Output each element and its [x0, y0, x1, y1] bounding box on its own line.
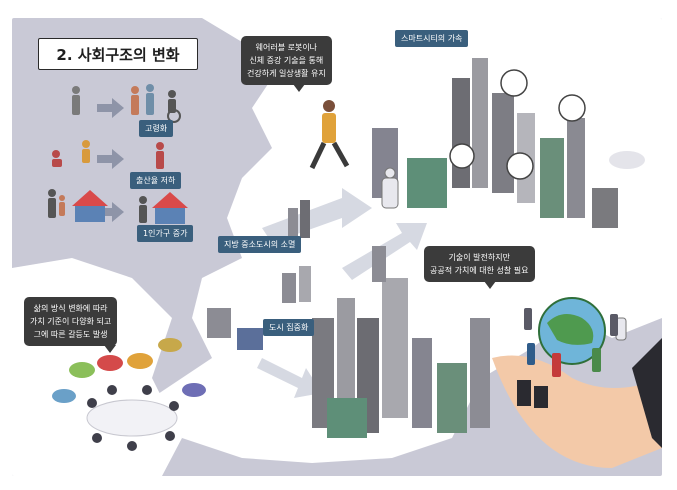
- illustration-canvas: 2. 사회구조의 변화 고령화 출산율 저하 1인가구 증가 스마트시티의 가속…: [12, 18, 662, 476]
- callout-technology: 기술이 발전하지만 공공적 가치에 대한 성찰 필요: [424, 246, 535, 289]
- runner-figure: [309, 100, 350, 170]
- label-aging: 고령화: [139, 120, 174, 137]
- callout-wearable: 웨어러블 로봇이나 신체 증강 기술을 통해 건강하게 일상생활 유지: [241, 36, 332, 92]
- meeting-scene: [52, 338, 206, 451]
- callout-wearable-line-2: 신체 증강 기술을 통해: [249, 56, 324, 65]
- label-single-household: 1인가구 증가: [137, 225, 194, 242]
- urban-cluster-buildings: [312, 278, 490, 438]
- hands-globe-scene: [492, 297, 662, 468]
- robot-figures: [381, 167, 627, 341]
- label-smart-city: 스마트시티의 가속: [395, 30, 469, 47]
- smart-icons: [449, 69, 586, 180]
- label-local-city: 지방 중소도시의 소멸: [218, 236, 302, 253]
- callout-lifestyle-line-1: 삶의 방식 변화에 따라: [33, 304, 108, 313]
- local-city-buildings: [207, 200, 386, 350]
- callout-lifestyle-line-3: 그에 따른 갈등도 발생: [33, 330, 108, 339]
- houses: [72, 190, 188, 224]
- callout-technology-line-1: 기술이 발전하지만: [448, 253, 510, 262]
- callout-wearable-line-3: 건강하게 일상생활 유지: [247, 69, 326, 78]
- callout-lifestyle: 삶의 방식 변화에 따라 가치 기준이 다양화 되고 그에 따른 갈등도 발생: [24, 297, 118, 353]
- scene-artwork: [12, 18, 662, 476]
- white-landmass-left: [12, 258, 182, 476]
- callout-lifestyle-line-2: 가치 기준이 다양화 되고: [30, 317, 112, 326]
- callout-wearable-line-1: 웨어러블 로봇이나: [255, 43, 318, 52]
- callout-technology-line-2: 공공적 가치에 대한 성찰 필요: [430, 266, 529, 275]
- label-urban: 도시 집중화: [263, 319, 315, 336]
- page-title: 2. 사회구조의 변화: [38, 38, 198, 70]
- left-arrows: [97, 98, 124, 222]
- label-low-birth: 출산율 저하: [130, 172, 182, 189]
- people-figures: [48, 84, 181, 223]
